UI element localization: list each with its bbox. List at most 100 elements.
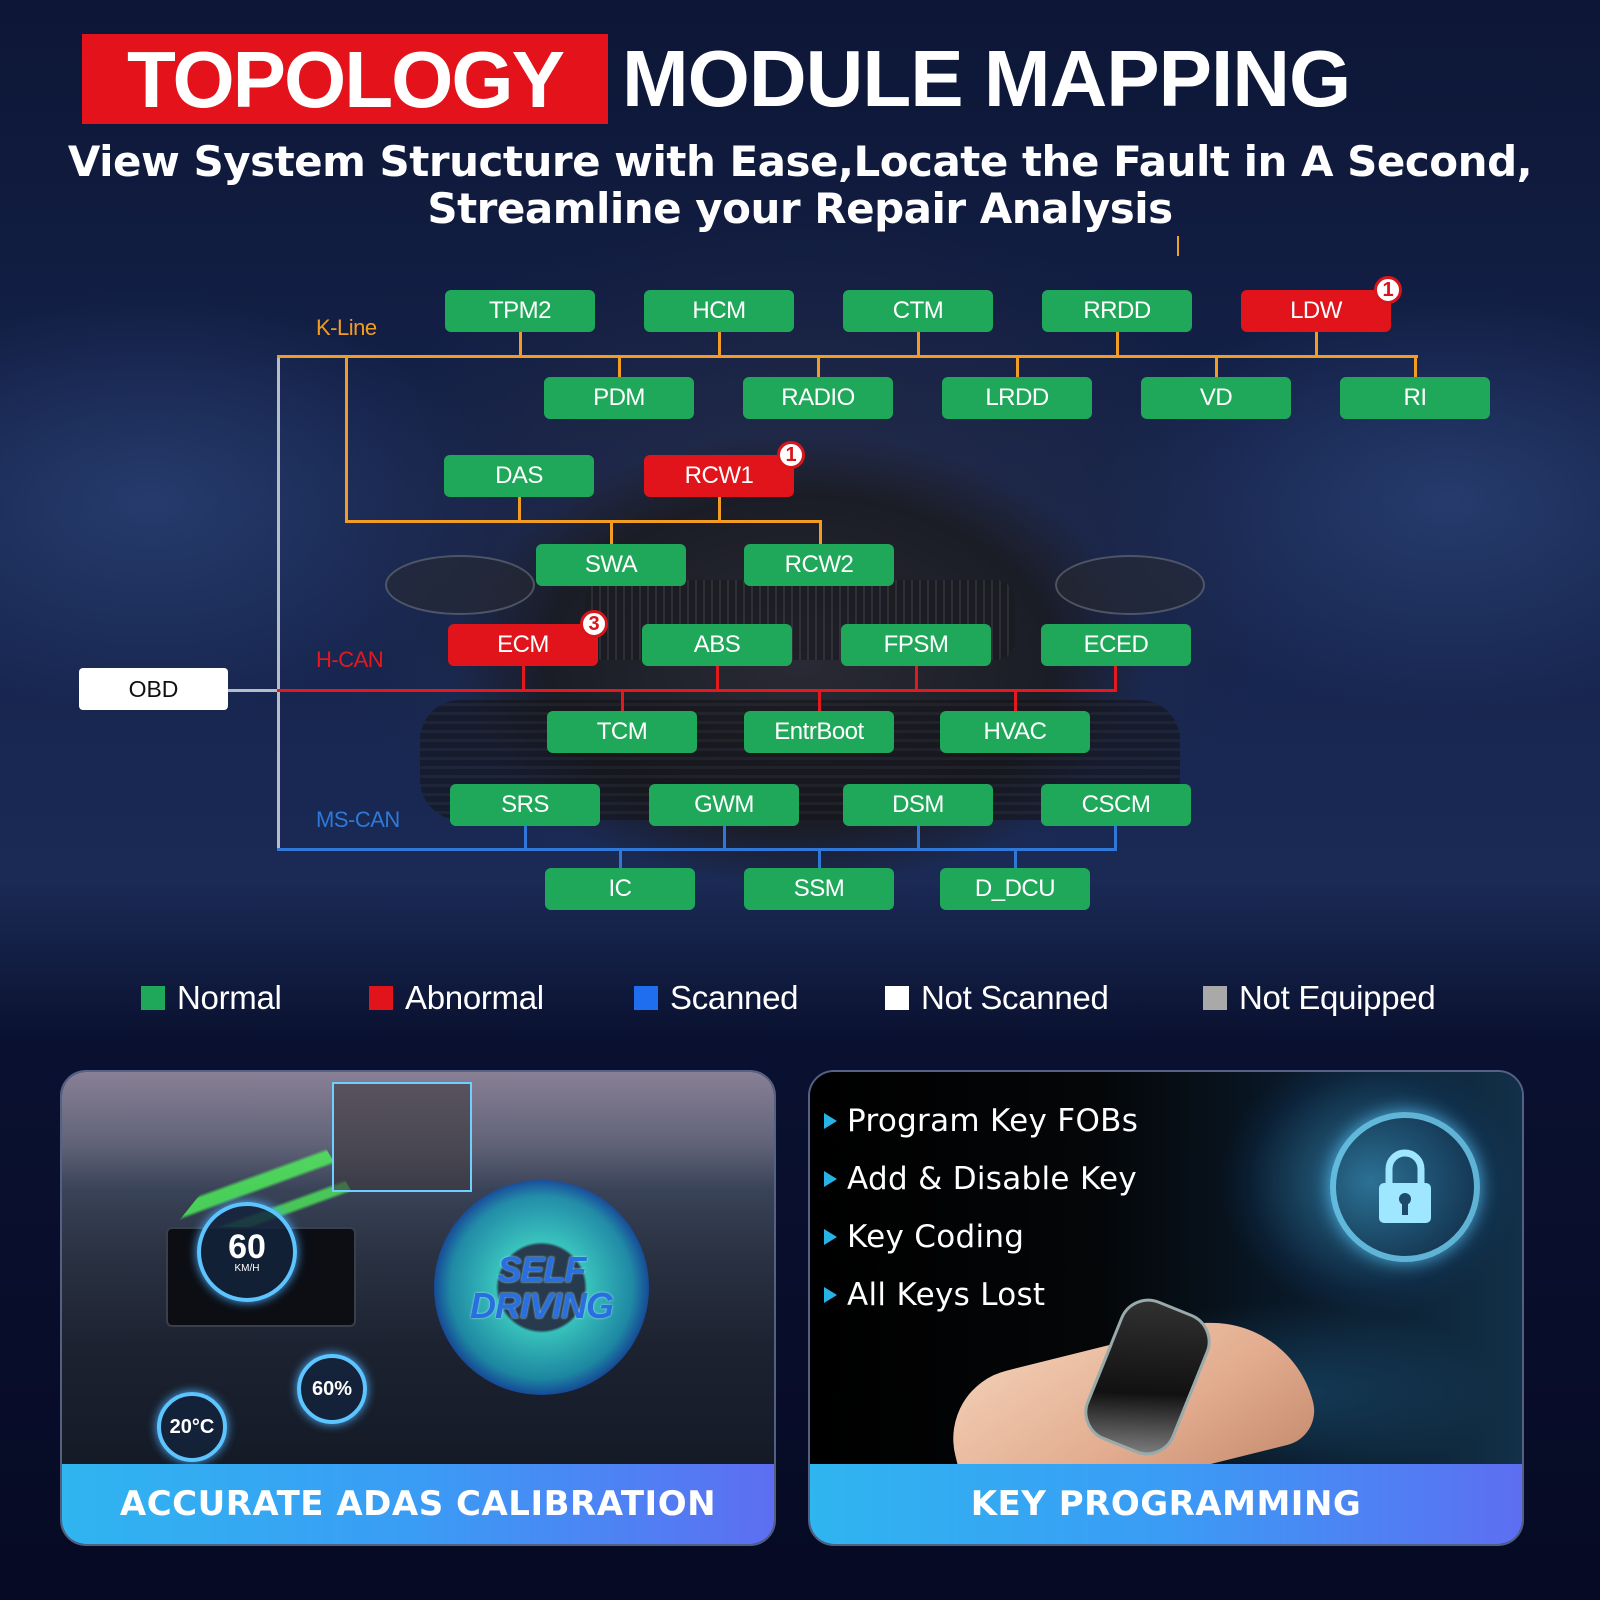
ms-can-bus [277, 848, 1116, 851]
status-legend: Normal Abnormal Scanned Not Scanned Not … [141, 978, 1436, 1018]
car-headlight-left [385, 555, 535, 615]
k-line-drop [1315, 332, 1318, 356]
legend-label: Normal [177, 979, 282, 1016]
key-card-title: KEY PROGRAMMING [810, 1464, 1522, 1544]
h-can-drop [621, 690, 624, 711]
feature-item: All Keys Lost [824, 1266, 1138, 1324]
h-can-drop [716, 666, 719, 690]
legend-swatch-not-scanned [885, 986, 909, 1010]
feature-label: All Keys Lost [847, 1277, 1046, 1313]
module-ecm[interactable]: ECM [448, 624, 598, 666]
k-line-drop [718, 332, 721, 356]
module-das[interactable]: DAS [444, 455, 594, 497]
ms-can-drop [1014, 849, 1017, 868]
feature-item: Key Coding [824, 1208, 1138, 1266]
wheel-text-self: SELF [497, 1248, 586, 1290]
legend-label: Abnormal [405, 979, 544, 1016]
h-can-drop [1114, 666, 1117, 692]
k-line-sub-bus [345, 520, 822, 523]
ms-can-drop [723, 826, 726, 849]
module-fpsm[interactable]: FPSM [841, 624, 991, 666]
module-d-dcu[interactable]: D_DCU [940, 868, 1090, 910]
ms-can-drop [818, 849, 821, 868]
module-ri[interactable]: RI [1340, 377, 1490, 419]
module-lrdd[interactable]: LRDD [942, 377, 1092, 419]
vehicle-detection-frame [332, 1082, 472, 1192]
ms-can-drop [619, 849, 622, 868]
module-entrboot[interactable]: EntrBoot [744, 711, 894, 753]
module-cscm[interactable]: CSCM [1041, 784, 1191, 826]
module-gwm[interactable]: GWM [649, 784, 799, 826]
module-rrdd[interactable]: RRDD [1042, 290, 1192, 332]
ms-can-drop [524, 826, 527, 849]
h-can-label: H-CAN [316, 647, 384, 672]
feature-item: Add & Disable Key [824, 1150, 1138, 1208]
obd-node[interactable]: OBD [79, 668, 228, 710]
key-programming-card[interactable]: Program Key FOBs Add & Disable Key Key C… [808, 1070, 1524, 1546]
ms-can-label: MS-CAN [316, 807, 400, 832]
module-ssm[interactable]: SSM [744, 868, 894, 910]
feature-item: Program Key FOBs [824, 1092, 1138, 1150]
legend-item-scanned: Scanned [634, 979, 885, 1017]
k-line-drop [718, 497, 721, 521]
module-eced[interactable]: ECED [1041, 624, 1191, 666]
module-ic[interactable]: IC [545, 868, 695, 910]
adas-card-title: ACCURATE ADAS CALIBRATION [62, 1464, 774, 1544]
legend-swatch-not-equipped [1203, 986, 1227, 1010]
h-can-bus [277, 689, 1116, 692]
module-swa[interactable]: SWA [536, 544, 686, 586]
feature-label: Add & Disable Key [847, 1161, 1138, 1197]
key-feature-list: Program Key FOBs Add & Disable Key Key C… [824, 1092, 1138, 1324]
k-line-drop [917, 332, 920, 356]
legend-item-normal: Normal [141, 979, 369, 1017]
page-title: TOPOLOGY MODULE MAPPING [82, 34, 1351, 124]
k-line-label: K-Line [316, 315, 377, 340]
h-can-drop [915, 666, 918, 690]
title-rest: MODULE MAPPING [622, 34, 1351, 123]
self-driving-steering-wheel: SELF DRIVING [434, 1180, 649, 1395]
h-can-drop [522, 666, 525, 690]
module-dsm[interactable]: DSM [843, 784, 993, 826]
car-headlight-right [1055, 555, 1205, 615]
module-pdm[interactable]: PDM [544, 377, 694, 419]
module-ldw[interactable]: LDW [1241, 290, 1391, 332]
module-abs[interactable]: ABS [642, 624, 792, 666]
k-line-drop [1215, 356, 1218, 377]
module-radio[interactable]: RADIO [743, 377, 893, 419]
temperature-value: 20°C [169, 1415, 215, 1438]
fault-count-badge-ecm: 3 [580, 610, 608, 638]
module-vd[interactable]: VD [1141, 377, 1291, 419]
legend-label: Not Scanned [921, 979, 1109, 1016]
module-hcm[interactable]: HCM [644, 290, 794, 332]
trunk-line [277, 356, 280, 851]
title-highlight: TOPOLOGY [82, 34, 608, 124]
module-rcw1[interactable]: RCW1 [644, 455, 794, 497]
obd-connector-line [228, 689, 280, 692]
module-tcm[interactable]: TCM [547, 711, 697, 753]
legend-item-not-scanned: Not Scanned [885, 979, 1203, 1017]
legend-swatch-scanned [634, 986, 658, 1010]
adas-calibration-card[interactable]: 60 KM/H 20°C 60% SELF DRIVING ACCURATE A… [60, 1070, 776, 1546]
key-fob-image: Program Key FOBs Add & Disable Key Key C… [810, 1072, 1522, 1524]
module-hvac[interactable]: HVAC [940, 711, 1090, 753]
legend-label: Not Equipped [1239, 979, 1436, 1016]
ms-can-drop [917, 826, 920, 849]
module-srs[interactable]: SRS [450, 784, 600, 826]
module-ctm[interactable]: CTM [843, 290, 993, 332]
module-tpm2[interactable]: TPM2 [445, 290, 595, 332]
k-line-drop [1016, 356, 1019, 377]
lock-ring-graphic [1330, 1112, 1480, 1262]
k-line-drop [1414, 356, 1417, 377]
play-arrow-icon [824, 1113, 837, 1129]
legend-item-not-equipped: Not Equipped [1203, 979, 1436, 1017]
k-line-drop [518, 497, 521, 521]
padlock-icon [1379, 1149, 1431, 1223]
module-rcw2[interactable]: RCW2 [744, 544, 894, 586]
legend-swatch-abnormal [369, 986, 393, 1010]
legend-label: Scanned [670, 979, 799, 1016]
play-arrow-icon [824, 1171, 837, 1187]
speed-value: 60 [228, 1227, 266, 1266]
legend-swatch-normal [141, 986, 165, 1010]
legend-item-abnormal: Abnormal [369, 979, 634, 1017]
k-line-drop [819, 521, 822, 544]
